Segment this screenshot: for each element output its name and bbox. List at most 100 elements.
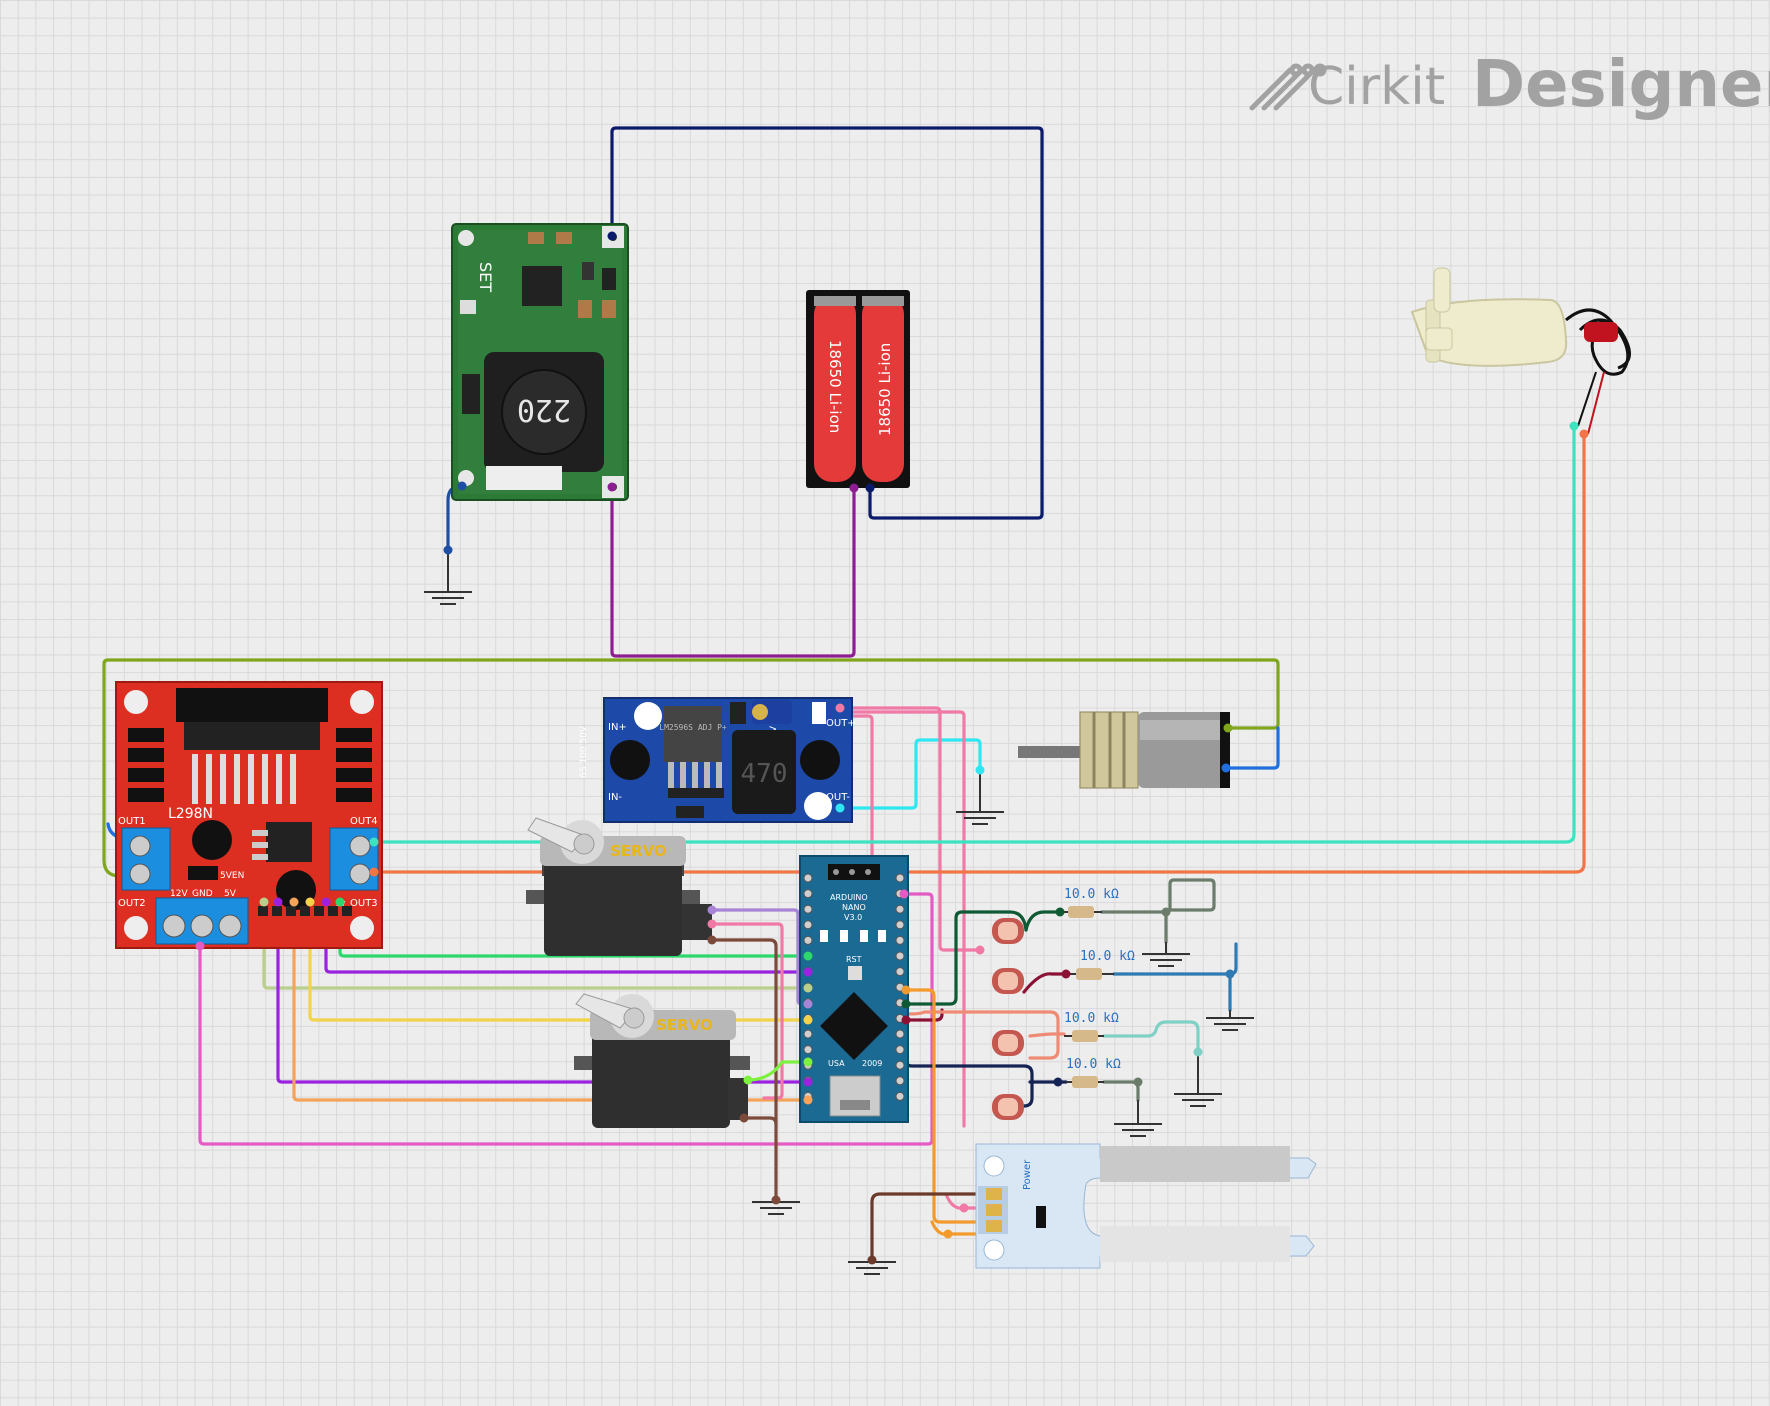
wire-endpoint[interactable] — [771, 1195, 781, 1205]
buck-inductor-label: 470 — [741, 759, 788, 789]
driver-out3-label: OUT3 — [350, 898, 378, 909]
nano-pin[interactable] — [895, 873, 905, 883]
wire-endpoint[interactable] — [305, 897, 315, 907]
wire-endpoint[interactable] — [1133, 1077, 1143, 1087]
wire-endpoint[interactable] — [335, 897, 345, 907]
wire-endpoint[interactable] — [899, 889, 909, 899]
boost-inductor-label: 220 — [517, 392, 571, 427]
nano-pin[interactable] — [895, 1029, 905, 1039]
nano-pin[interactable] — [895, 1060, 905, 1070]
nano-pin[interactable] — [803, 935, 813, 945]
wire-endpoint[interactable] — [1055, 907, 1065, 917]
cirkit-logo: Cirkit Designer — [1249, 48, 1770, 122]
wire-endpoint[interactable] — [739, 1113, 749, 1123]
wire-endpoint[interactable] — [707, 905, 717, 915]
water-pump[interactable] — [1410, 267, 1631, 435]
wire-magenta — [198, 892, 934, 1146]
wire-endpoint[interactable] — [1061, 969, 1071, 979]
wire-violet2 — [276, 900, 810, 1084]
wire-endpoint[interactable] — [943, 1229, 953, 1239]
wire-endpoint[interactable] — [1193, 1047, 1203, 1057]
nano-pin[interactable] — [803, 904, 813, 914]
nano-pin[interactable] — [803, 873, 813, 883]
wire-endpoint[interactable] — [457, 481, 467, 491]
wire-endpoint[interactable] — [803, 967, 813, 977]
wire-endpoint[interactable] — [803, 951, 813, 961]
wire-endpoint[interactable] — [259, 897, 269, 907]
resistor[interactable]: 10.0 kΩ — [1060, 887, 1119, 918]
wire-endpoint[interactable] — [607, 231, 617, 241]
wire-endpoint[interactable] — [1161, 907, 1171, 917]
servo-bottom[interactable]: SERVO — [574, 993, 750, 1128]
wire-brown-moist — [870, 1192, 990, 1262]
nano-pin[interactable] — [803, 889, 813, 899]
wire-gray-ldr1 — [1100, 878, 1216, 914]
wire-endpoint[interactable] — [901, 999, 911, 1009]
nano-pin[interactable] — [803, 920, 813, 930]
wire-endpoint[interactable] — [849, 483, 859, 493]
wire-pink-buck3 — [838, 714, 874, 874]
wire-endpoint[interactable] — [803, 1015, 813, 1025]
soil-moisture-sensor[interactable]: Power — [975, 1143, 1317, 1269]
wire-endpoint[interactable] — [803, 983, 813, 993]
wire-endpoint[interactable] — [369, 837, 379, 847]
photoresistor[interactable] — [992, 1094, 1024, 1120]
nano-pin[interactable] — [895, 1076, 905, 1086]
nano-pin[interactable] — [803, 1029, 813, 1039]
wire-endpoint[interactable] — [1225, 969, 1235, 979]
wire-endpoint[interactable] — [901, 985, 911, 995]
wire-endpoint[interactable] — [975, 765, 985, 775]
wire-endpoint[interactable] — [369, 867, 379, 877]
motor-driver[interactable]: L298N OUT1 OUT2 OUT4 OUT3 5VEN 12V GND 5… — [115, 681, 383, 949]
photoresistor[interactable] — [992, 968, 1024, 994]
arduino-nano[interactable]: ARDUINO NANO V3.0 RST USA 2009 — [799, 855, 909, 1123]
wire-pink-buck1 — [838, 706, 982, 952]
nano-pin[interactable] — [895, 1091, 905, 1101]
nano-pin[interactable] — [895, 951, 905, 961]
resistor[interactable]: 10.0 kΩ — [1064, 1011, 1119, 1042]
moisture-power-label: Power — [1022, 1159, 1033, 1190]
wire-endpoint[interactable] — [835, 703, 845, 713]
servo-top[interactable]: SERVO — [526, 817, 712, 956]
wire-endpoint[interactable] — [1579, 429, 1589, 439]
nano-pin[interactable] — [895, 904, 905, 914]
nano-pin[interactable] — [895, 920, 905, 930]
buck-converter[interactable]: IN+ IN- OUT+ OUT- 6S 100 50V 6S 100 50V … — [579, 697, 856, 823]
wire-endpoint[interactable] — [901, 1015, 911, 1025]
nano-pin[interactable] — [895, 967, 905, 977]
resistor[interactable]: 10.0 kΩ — [1066, 1057, 1121, 1088]
wire-endpoint[interactable] — [273, 897, 283, 907]
wire-endpoint[interactable] — [975, 945, 985, 955]
nano-pin[interactable] — [803, 1045, 813, 1055]
wire-olive — [102, 658, 1280, 878]
photoresistor[interactable] — [992, 918, 1024, 944]
wire-endpoint[interactable] — [707, 935, 717, 945]
wire-endpoint[interactable] — [803, 999, 813, 1009]
wire-endpoint[interactable] — [195, 941, 205, 951]
wire-endpoint[interactable] — [1223, 723, 1233, 733]
wire-endpoint[interactable] — [707, 919, 717, 929]
photoresistor[interactable] — [992, 1030, 1024, 1056]
wire-endpoint[interactable] — [803, 1077, 813, 1087]
wire-endpoint[interactable] — [803, 1057, 813, 1067]
wire-endpoint[interactable] — [1221, 763, 1231, 773]
wire-endpoint[interactable] — [865, 483, 875, 493]
battery-pack[interactable]: 18650 Li-ion 18650 Li-ion — [806, 290, 910, 488]
wire-endpoint[interactable] — [867, 1255, 877, 1265]
wire-endpoint[interactable] — [1569, 421, 1579, 431]
boost-converter[interactable]: SET 220 — [451, 223, 629, 501]
wire-endpoint[interactable] — [959, 1203, 969, 1213]
wire-endpoint[interactable] — [443, 545, 453, 555]
nano-pin[interactable] — [895, 935, 905, 945]
wire-endpoint[interactable] — [803, 1095, 813, 1105]
wire-crimson2 — [1022, 972, 1068, 994]
wire-endpoint[interactable] — [321, 897, 331, 907]
gear-motor[interactable] — [1018, 711, 1230, 789]
wire-endpoint[interactable] — [743, 1075, 753, 1085]
wire-endpoint[interactable] — [289, 897, 299, 907]
wire-endpoint[interactable] — [1053, 1077, 1063, 1087]
wire-endpoint[interactable] — [607, 482, 617, 492]
resistor[interactable]: 10.0 kΩ — [1066, 949, 1135, 980]
wire-endpoint[interactable] — [835, 803, 845, 813]
nano-pin[interactable] — [895, 1045, 905, 1055]
